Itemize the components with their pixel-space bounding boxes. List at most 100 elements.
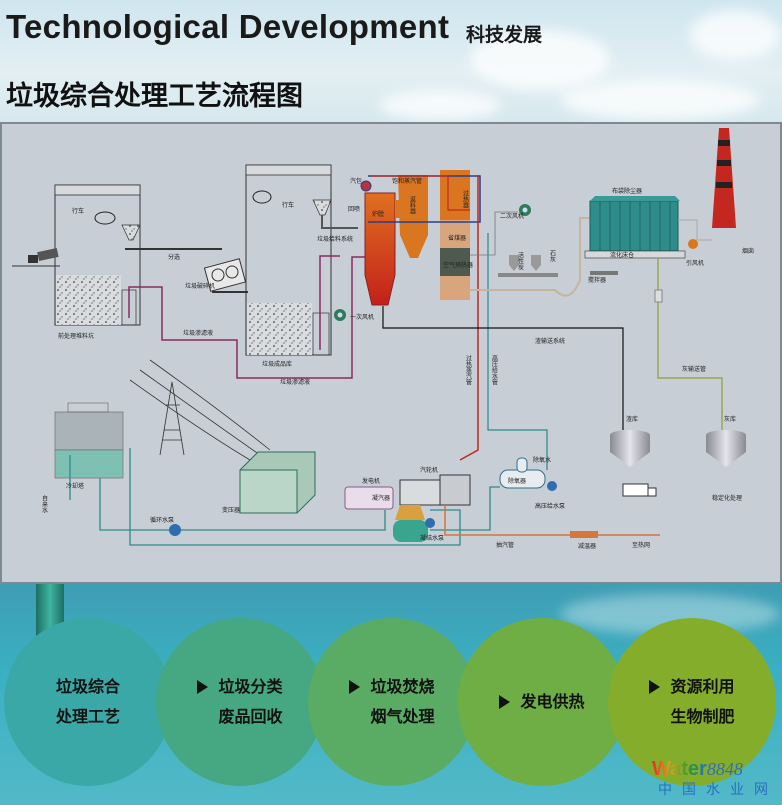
label: 行车 bbox=[282, 201, 294, 209]
label: 至热网 bbox=[632, 541, 650, 549]
label: 灰输送管 bbox=[682, 365, 706, 373]
label: 垃圾渗滤液 bbox=[183, 329, 213, 337]
step-text: 废品回收 bbox=[218, 707, 283, 726]
step-text: 烟气处理 bbox=[370, 707, 435, 726]
water-pipes bbox=[69, 448, 500, 546]
label: 返料器 bbox=[409, 196, 416, 215]
condenser bbox=[393, 505, 428, 542]
label: 高压给水泵 bbox=[535, 502, 565, 510]
label: 汽轮机 bbox=[420, 466, 438, 474]
label: 高压给水管 bbox=[491, 354, 498, 386]
play-arrow-icon bbox=[649, 680, 661, 694]
label: 炉膛 bbox=[372, 210, 384, 218]
title-english: Technological Development bbox=[6, 8, 450, 45]
label: 自来水 bbox=[41, 494, 48, 513]
play-arrow-icon bbox=[349, 680, 361, 694]
step-text: 垃圾分类 bbox=[218, 677, 283, 696]
label: 汽包 bbox=[350, 177, 362, 185]
page-title: 垃圾综合处理工艺流程图 bbox=[6, 81, 303, 112]
label: 过热蒸汽管 bbox=[465, 354, 472, 386]
desuperheater bbox=[570, 531, 598, 538]
step-2-bubble: 垃圾分类 废品回收 bbox=[156, 618, 324, 786]
diagram-svg: 行车 前处理堆料坑 分选 垃圾破碎机 垃圾渗滤液 行车 垃圾给料系统 垃圾成品库… bbox=[12, 128, 754, 550]
boiler bbox=[360, 170, 624, 470]
label: 循环水泵 bbox=[150, 516, 174, 524]
garbage-truck-icon bbox=[12, 248, 60, 267]
label: 灰库 bbox=[724, 415, 736, 423]
step-text: 发电供热 bbox=[520, 692, 585, 711]
label: 过热器 bbox=[462, 189, 469, 209]
step-5-bubble: 资源利用 生物制肥 bbox=[608, 618, 776, 786]
label: 布袋除尘器 bbox=[612, 187, 642, 195]
pump-icon bbox=[169, 481, 557, 536]
step-3-bubble: 垃圾焚烧 烟气处理 bbox=[308, 618, 476, 786]
watermark-number: 8848 bbox=[706, 759, 743, 779]
power-pylon-icon bbox=[129, 359, 271, 461]
label: 变压器 bbox=[222, 506, 240, 514]
label: 石灰 bbox=[549, 250, 556, 263]
fan-icon bbox=[688, 239, 698, 249]
step-text: 垃圾综合 bbox=[55, 677, 120, 696]
crusher-icon bbox=[203, 258, 248, 293]
step-1-bubble: 垃圾综合 处理工艺 bbox=[4, 618, 172, 786]
exhaust-duct bbox=[678, 219, 712, 241]
label: 省煤器 bbox=[448, 234, 466, 242]
label: 渣库 bbox=[626, 415, 638, 423]
pretreatment-pit bbox=[54, 184, 141, 326]
ash-pipe bbox=[657, 258, 723, 430]
label: 回喷 bbox=[348, 205, 360, 213]
label: 凝汽器 bbox=[372, 494, 390, 502]
label: 搅拌器 bbox=[588, 276, 606, 284]
step-text: 垃圾焚烧 bbox=[370, 677, 435, 696]
bag-filter bbox=[584, 196, 686, 275]
truck-icon bbox=[622, 483, 657, 497]
step-text: 生物制肥 bbox=[670, 707, 735, 726]
label: 引风机 bbox=[686, 259, 704, 267]
step-4-bubble: 发电供热 bbox=[458, 618, 626, 786]
label: 饱和蒸汽管 bbox=[392, 177, 422, 185]
label: 流化床仓 bbox=[610, 251, 634, 259]
air-duct bbox=[470, 211, 518, 256]
label: 凝结水泵 bbox=[420, 534, 444, 542]
flue-gas-duct bbox=[470, 217, 590, 297]
watermark-cn: 中国水业网 bbox=[658, 781, 778, 797]
label: 空气预热器 bbox=[443, 261, 473, 269]
generator bbox=[344, 486, 394, 510]
label: 垃圾成品库 bbox=[262, 360, 292, 368]
fan-icon bbox=[519, 204, 531, 216]
label: 行车 bbox=[72, 207, 84, 215]
label: 分选 bbox=[168, 253, 180, 261]
label: 烟囱 bbox=[742, 247, 754, 255]
step-text: 处理工艺 bbox=[55, 707, 120, 726]
deaerator bbox=[499, 457, 546, 489]
transformer bbox=[239, 451, 316, 514]
label: 除氧器 bbox=[508, 477, 526, 485]
process-flow-diagram: 行车 前处理堆料坑 分选 垃圾破碎机 垃圾渗滤液 行车 垃圾给料系统 垃圾成品库… bbox=[0, 122, 782, 584]
label: 一次风机 bbox=[350, 313, 374, 321]
label: 垃圾给料系统 bbox=[317, 235, 353, 243]
label: 垃圾破碎机 bbox=[185, 282, 215, 290]
play-arrow-icon bbox=[197, 680, 209, 694]
turbine bbox=[399, 474, 471, 506]
header-background: Technological Development 科技发展 垃圾综合处理工艺流… bbox=[0, 0, 782, 122]
label: 前处理堆料坑 bbox=[58, 332, 94, 340]
label: 冷却塔 bbox=[66, 482, 84, 490]
reagent-silos bbox=[498, 255, 558, 277]
watermark-logo: Water8848 中国水业网 bbox=[652, 758, 778, 799]
label: 活性炭 bbox=[517, 251, 524, 271]
label: 二次风机 bbox=[500, 212, 524, 220]
label: 渣输送系统 bbox=[535, 337, 565, 345]
label: 发电机 bbox=[362, 477, 380, 485]
label: 稳定化处理 bbox=[712, 494, 742, 502]
chimney bbox=[712, 128, 736, 228]
ash-valve bbox=[654, 289, 663, 303]
title-chinese: 科技发展 bbox=[466, 24, 543, 46]
leachate-pipe-2 bbox=[319, 255, 340, 350]
slag-silo bbox=[610, 430, 650, 467]
step-text: 资源利用 bbox=[670, 677, 735, 696]
leachate-pipe bbox=[128, 256, 370, 379]
label: 除氧水 bbox=[533, 456, 551, 464]
product-storage-pit bbox=[245, 164, 358, 356]
fan-icon bbox=[334, 309, 346, 321]
label: 抽汽管 bbox=[496, 541, 514, 549]
